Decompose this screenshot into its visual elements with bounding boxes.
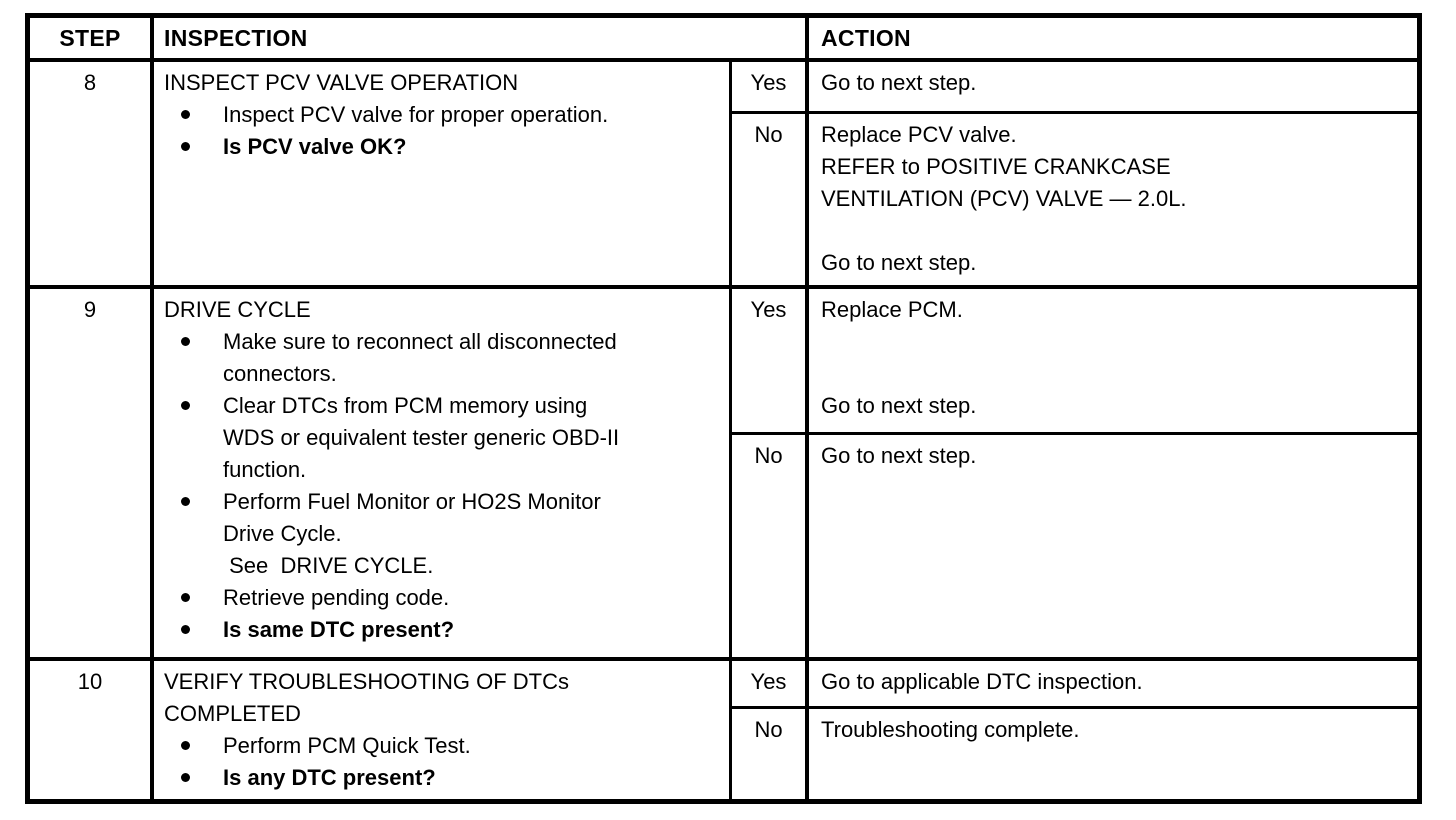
column-header-inspection: INSPECTION xyxy=(154,18,809,58)
answer-yes-cell: Yes xyxy=(732,289,809,435)
step-number: 9 xyxy=(30,289,154,657)
step-row-8: 8 INSPECT PCV VALVE OPERATION Inspect PC… xyxy=(30,62,1417,289)
answer-no-cell: No xyxy=(732,435,809,657)
bullet-text: Make sure to reconnect all disconnected … xyxy=(223,329,617,386)
answer-no-cell: No xyxy=(732,114,809,285)
bullet-icon xyxy=(181,337,190,346)
answer-no-cell: No xyxy=(732,709,809,799)
inspection-cell: DRIVE CYCLE Make sure to reconnect all d… xyxy=(154,289,732,657)
column-header-step: STEP xyxy=(30,18,154,58)
action-yes-cell: Replace PCM. Go to next step. xyxy=(809,289,1417,435)
bullet-text: Clear DTCs from PCM memory using WDS or … xyxy=(223,393,620,482)
bullet-icon xyxy=(181,142,190,151)
bullet-text: Perform Fuel Monitor or HO2S Monitor Dri… xyxy=(223,489,601,578)
inspection-question-bullet: Is any DTC present? xyxy=(164,762,723,794)
action-no-cell: Go to next step. xyxy=(821,443,977,468)
step-row-9: 9 DRIVE CYCLE Make sure to reconnect all… xyxy=(30,289,1417,661)
column-header-action: ACTION xyxy=(821,25,911,51)
answer-yes-cell: Yes xyxy=(732,661,809,709)
bullet-icon xyxy=(181,401,190,410)
bullet-icon xyxy=(181,625,190,634)
bullet-text: Retrieve pending code. xyxy=(223,585,450,610)
table-header-row: STEP INSPECTION ACTION xyxy=(30,18,1417,62)
inspection-question-bullet: Is same DTC present? xyxy=(164,614,723,646)
inspection-bullet: Perform Fuel Monitor or HO2S Monitor Dri… xyxy=(164,486,723,582)
bullet-text: Inspect PCV valve for proper operation. xyxy=(223,102,609,127)
bullet-icon xyxy=(181,741,190,750)
inspection-question-bullet: Is PCV valve OK? xyxy=(164,131,723,163)
action-no-cell: Replace PCV valve. REFER to POSITIVE CRA… xyxy=(821,122,1187,275)
inspection-bullet: Inspect PCV valve for proper operation. xyxy=(164,99,723,131)
troubleshooting-table: STEP INSPECTION ACTION 8 INSPECT PCV VAL… xyxy=(25,13,1422,804)
bullet-icon xyxy=(181,110,190,119)
bullet-text: Is PCV valve OK? xyxy=(223,134,407,159)
bullet-icon xyxy=(181,497,190,506)
inspection-cell: VERIFY TROUBLESHOOTING OF DTCs COMPLETED… xyxy=(154,661,732,799)
bullet-text: Perform PCM Quick Test. xyxy=(223,733,471,758)
answer-yes-cell: Yes xyxy=(732,62,809,114)
inspection-title: DRIVE CYCLE xyxy=(164,297,311,322)
action-yes-cell: Go to next step. xyxy=(809,62,1417,114)
inspection-cell: INSPECT PCV VALVE OPERATION Inspect PCV … xyxy=(154,62,732,285)
action-yes-cell: Go to applicable DTC inspection. xyxy=(809,661,1417,709)
step-number: 10 xyxy=(30,661,154,799)
inspection-bullet: Clear DTCs from PCM memory using WDS or … xyxy=(164,390,723,486)
action-no-cell: Troubleshooting complete. xyxy=(821,717,1080,742)
step-row-10: 10 VERIFY TROUBLESHOOTING OF DTCs COMPLE… xyxy=(30,661,1417,799)
inspection-title: INSPECT PCV VALVE OPERATION xyxy=(164,70,519,95)
bullet-icon xyxy=(181,593,190,602)
bullet-icon xyxy=(181,773,190,782)
step-number: 8 xyxy=(30,62,154,285)
bullet-text: Is same DTC present? xyxy=(223,617,455,642)
inspection-bullet: Perform PCM Quick Test. xyxy=(164,730,723,762)
bullet-text: Is any DTC present? xyxy=(223,765,436,790)
inspection-title: VERIFY TROUBLESHOOTING OF DTCs COMPLETED xyxy=(164,669,570,726)
inspection-bullet: Make sure to reconnect all disconnected … xyxy=(164,326,723,390)
inspection-bullet: Retrieve pending code. xyxy=(164,582,723,614)
